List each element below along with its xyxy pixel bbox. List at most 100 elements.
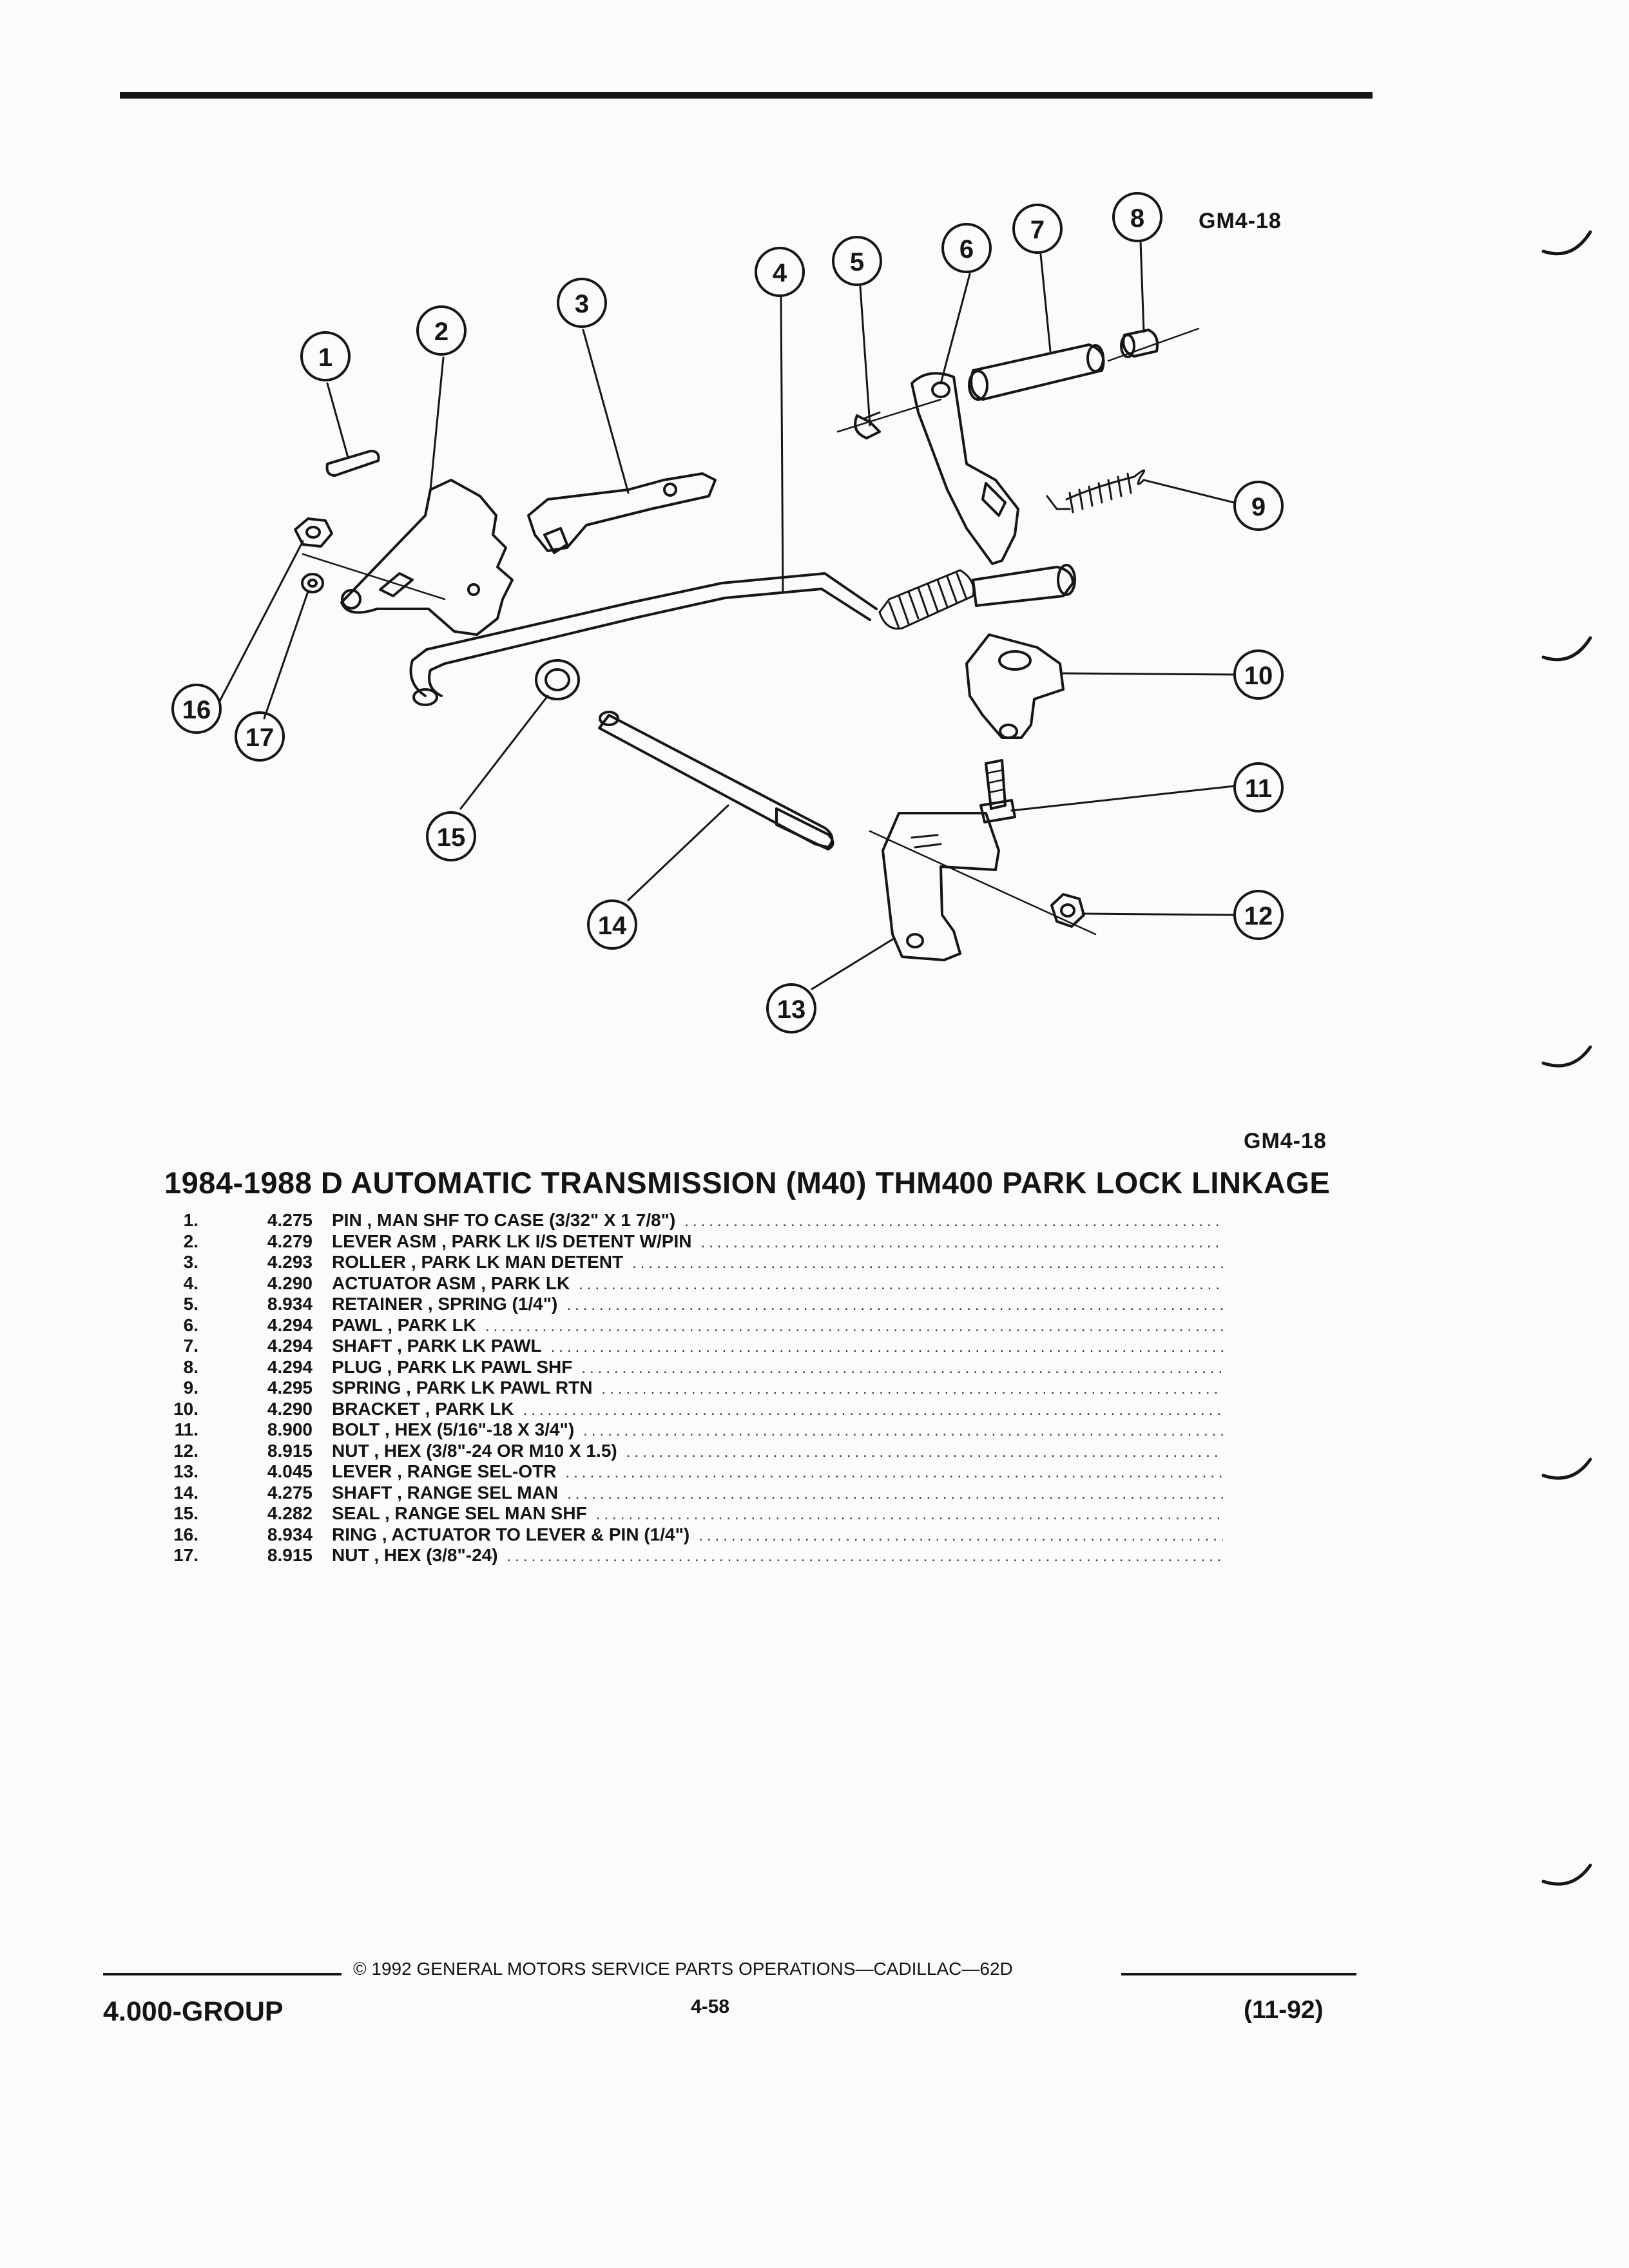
part-number: 10. [173,1398,198,1419]
part-detent-lever-drawing [302,479,514,636]
callout-label: 10 [1244,662,1273,690]
exploded-parts-diagram: 1 2 3 4 5 6 7 8 9 10 11 12 13 14 15 16 1… [171,192,1592,1068]
leader-dots: ........................................… [550,1338,1223,1356]
part-description: LEVER ASM , PARK LK I/S DETENT W/PIN [332,1231,692,1251]
part-number: 4. [183,1273,198,1293]
part-number: 12. [173,1440,198,1461]
figure-code-bottom: GM4-18 [1244,1129,1327,1153]
part-description: BOLT , HEX (5/16"-18 X 3/4") [332,1419,575,1439]
footer-page-number: 4-58 [691,1996,730,2017]
leader-dots: ........................................… [595,1506,1223,1523]
part-description: NUT , HEX (3/8"-24 OR M10 X 1.5) [332,1440,617,1461]
part-code: 4.275 [267,1482,313,1503]
footer-date: (11-92) [1244,1996,1324,2024]
part-pin-drawing [325,450,380,477]
part-description: PIN , MAN SHF TO CASE (3/32" X 1 7/8") [332,1210,676,1230]
callout-label: 16 [182,696,211,724]
callout-label: 14 [598,912,627,940]
part-description: SPRING , PARK LK PAWL RTN [332,1378,593,1398]
parts-row: 7. 4.294 SHAFT , PARK LK PAWL.............… [153,1336,1223,1357]
part-description: RING , ACTUATOR TO LEVER & PIN (1/4") [332,1524,690,1544]
part-plug-drawing [1120,329,1159,358]
part-code: 4.294 [267,1336,313,1356]
part-bracket-drawing [965,633,1065,739]
part-pawl-shaft-drawing [968,343,1105,401]
part-number: 17. [173,1545,198,1565]
leader-dots: ........................................… [583,1422,1223,1439]
callout-label: 7 [1030,216,1045,244]
part-number: 7. [183,1336,198,1356]
part-code: 4.279 [267,1231,313,1251]
parts-row: 12. 8.915 NUT , HEX (3/8"-24 OR M10 X 1.5)… [153,1441,1223,1462]
part-code: 8.915 [267,1545,313,1565]
part-code: 8.915 [267,1440,313,1461]
callout-label: 6 [959,235,974,264]
callout-label: 11 [1245,774,1272,803]
part-description: BRACKET , PARK LK [332,1398,514,1419]
leader-dots: ........................................… [579,1275,1223,1293]
part-code: 4.290 [267,1273,313,1293]
parts-row: 14. 4.275 SHAFT , RANGE SEL MAN...........… [153,1483,1223,1504]
part-code: 4.295 [267,1378,313,1398]
part-code: 4.045 [267,1461,313,1481]
figure-code-top: GM4-18 [1199,209,1282,233]
part-bolt-drawing [979,759,1016,823]
part-description: PLUG , PARK LK PAWL SHF [332,1356,573,1377]
part-code: 4.293 [267,1252,313,1272]
callout-label: 8 [1130,204,1144,233]
footer-group: 4.000-GROUP [103,1996,284,2027]
part-manual-shaft-drawing [598,711,834,850]
leader-dots: ........................................… [566,1296,1223,1314]
part-code: 4.294 [267,1314,313,1335]
leader-dots: ........................................… [632,1254,1223,1272]
parts-list-title: 1984-1988 D AUTOMATIC TRANSMISSION (M40)… [164,1166,1331,1200]
leader-dots: ........................................… [567,1485,1223,1503]
leader-dots: ........................................… [700,1233,1223,1251]
leader-dots: ........................................… [626,1443,1223,1461]
part-description: SHAFT , RANGE SEL MAN [332,1482,559,1503]
part-description: SEAL , RANGE SEL MAN SHF [332,1503,587,1523]
part-description: PAWL , PARK LK [332,1314,476,1335]
part-number: 6. [183,1314,198,1335]
part-seal-drawing [535,659,580,700]
part-code: 8.934 [267,1524,313,1544]
part-number: 14. [173,1482,198,1503]
part-roller-drawing [527,472,717,554]
callout-label: 9 [1251,493,1266,521]
part-retainer-drawing [854,411,881,439]
leader-lines [218,240,1235,990]
leader-dots: ........................................… [565,1464,1223,1481]
leader-dots: ........................................… [523,1401,1223,1419]
part-code: 8.900 [267,1419,313,1439]
callout-label: 1 [318,343,333,372]
part-spring-drawing [1046,469,1146,514]
binder-marks [1541,230,1592,1068]
part-number: 15. [173,1503,198,1523]
part-description: NUT , HEX (3/8"-24) [332,1545,498,1565]
part-description: RETAINER , SPRING (1/4") [332,1294,558,1314]
part-pawl-drawing [911,372,1019,565]
leader-dots: ........................................… [684,1213,1223,1230]
part-code: 4.275 [267,1210,313,1230]
callout-label: 12 [1244,902,1273,930]
part-number: 5. [183,1294,198,1314]
part-description: SHAFT , PARK LK PAWL [332,1336,542,1356]
part-number: 8. [183,1356,198,1377]
part-description: ROLLER , PARK LK MAN DETENT [332,1252,624,1272]
callout-numbers: 1 2 3 4 5 6 7 8 9 10 11 12 13 14 15 16 1… [182,204,1273,1024]
part-number: 3. [183,1252,198,1272]
part-outer-lever-drawing [882,812,1000,961]
callout-label: 2 [434,318,448,346]
